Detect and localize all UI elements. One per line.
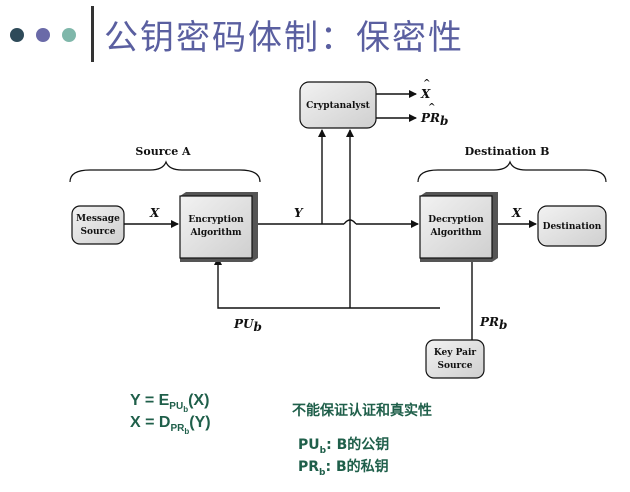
bullet-dot-light-icon [62, 28, 76, 42]
encryption-label-2: Algorithm [189, 228, 242, 238]
enc-formula-rhs: (X) [188, 392, 210, 409]
bullet-dot-mid-icon [36, 28, 50, 42]
y-label: Y [294, 206, 304, 220]
private-key-note: PRb: B的私钥 [298, 456, 389, 478]
pu-key-label: PUb [233, 317, 262, 334]
pr-note-sub: b [319, 467, 326, 478]
title-divider [91, 6, 94, 62]
source-a-header: Source A [135, 145, 191, 158]
decryption-label-1: Decryption [428, 215, 484, 225]
encryption-label-1: Encryption [188, 215, 244, 225]
pr-key-main: PR [479, 315, 499, 329]
pu-key-sub: b [254, 320, 262, 334]
x-hat-label: X [420, 87, 431, 101]
dec-formula-rhs: (Y) [189, 414, 211, 431]
destination-box: Destination [537, 205, 607, 247]
destination-b-brace [417, 160, 607, 183]
x-hat-caret-icon: ^ [423, 79, 431, 89]
pu-note-sub: b [319, 445, 327, 456]
key-pair-label-2: Source [438, 361, 473, 371]
pu-key-main: PU [233, 317, 255, 331]
destination-b-header: Destination B [465, 145, 550, 158]
public-key-path [214, 257, 440, 309]
pr-note-main: PR [298, 459, 320, 475]
cryptanalyst-box: Cryptanalyst [299, 81, 377, 129]
page-title: 公钥密码体制：保密性 [104, 18, 464, 58]
public-key-note: PUb: B的公钥 [298, 434, 389, 456]
dec-formula-sub2: b [184, 427, 190, 437]
decryption-algorithm-box: Decryption Algorithm [419, 192, 498, 262]
destination-label: Destination [543, 222, 602, 232]
encryption-formula: Y = EPUb(X) [130, 392, 209, 414]
dec-formula-sub1: PR [170, 423, 185, 435]
enc-formula-sub2: b [183, 405, 189, 415]
decryption-formula: X = DPRb(Y) [130, 414, 211, 436]
encryption-algorithm-box: Encryption Algorithm [179, 192, 258, 262]
key-pair-label-1: Key Pair [434, 348, 476, 358]
dec-formula-lhs: X = D [130, 414, 171, 431]
bullet-dot-dark-icon [10, 28, 24, 42]
enc-formula-sub1: PU [169, 401, 184, 413]
pr-hat-label: PRb [420, 111, 448, 128]
source-a-brace [69, 160, 261, 183]
pr-hat-caret-icon: ^ [428, 103, 436, 113]
message-source-label-2: Source [81, 227, 116, 237]
pu-note-text: : B的公钥 [326, 437, 390, 453]
x-label-source: X [149, 206, 160, 220]
cryptanalyst-label: Cryptanalyst [306, 101, 371, 111]
decryption-label-2: Algorithm [429, 228, 482, 238]
pr-hat-sub: b [440, 114, 448, 128]
message-source-box: Message Source [71, 205, 125, 245]
key-pair-source-box: Key Pair Source [425, 339, 485, 379]
authentication-note: 不能保证认证和真实性 [292, 403, 432, 419]
x-label-destination: X [511, 206, 522, 220]
message-source-label-1: Message [76, 214, 120, 224]
pr-note-text: : B的私钥 [325, 459, 389, 475]
pr-hat-main: PR [420, 111, 440, 125]
pr-key-sub: b [499, 318, 507, 332]
enc-formula-lhs: Y = E [130, 392, 170, 409]
pr-key-label: PRb [479, 315, 507, 332]
pu-note-main: PU [298, 437, 320, 453]
